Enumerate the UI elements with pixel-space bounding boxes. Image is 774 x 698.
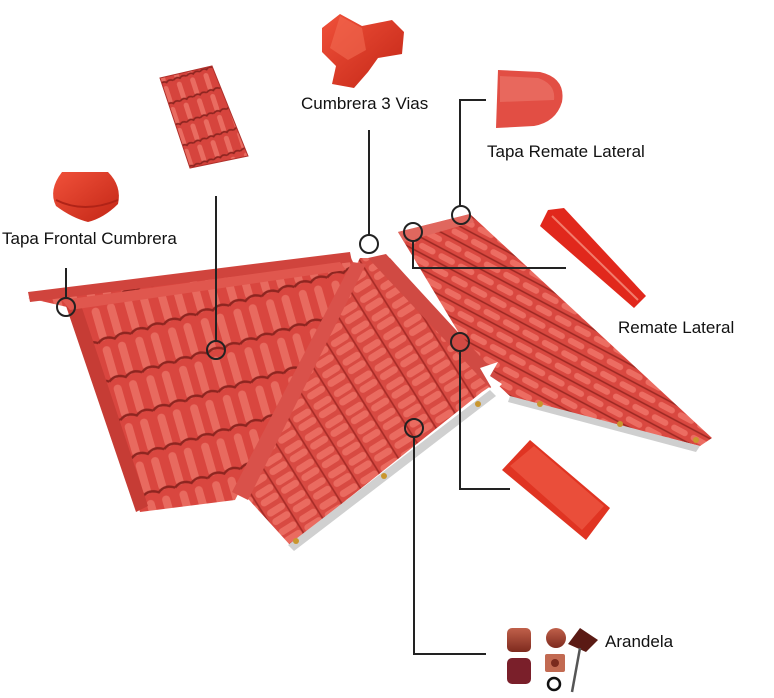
arandela-image xyxy=(507,628,598,693)
callout-marker-arandela xyxy=(404,418,424,438)
callout-marker-cumbrera xyxy=(450,332,470,352)
callout-marker-tapa-frontal xyxy=(56,297,76,317)
tile-sheet-image xyxy=(159,65,249,169)
callout-marker-tapa-remate-lateral xyxy=(451,205,471,225)
callout-lines xyxy=(56,99,566,655)
cumbrera-3-vias-image xyxy=(322,14,404,88)
label-arandela: Arandela xyxy=(605,632,674,651)
callout-marker-tile xyxy=(206,340,226,360)
callout-arandela xyxy=(413,436,486,655)
remate-lateral-image xyxy=(540,208,646,308)
callout-remate-lateral xyxy=(412,240,566,269)
label-tapa-remate-lateral: Tapa Remate Lateral xyxy=(487,142,645,162)
front-hip-plane xyxy=(232,254,699,551)
callout-marker-cumbrera-3-vias xyxy=(359,234,379,254)
callout-marker-remate-lateral xyxy=(403,222,423,242)
left-roof-plane xyxy=(28,252,356,512)
cumbrera-image xyxy=(502,440,610,540)
label-remate-lateral: Remate Lateral xyxy=(618,318,735,338)
callout-cumbrera xyxy=(459,350,510,490)
label-cumbrera-3-vias: Cumbrera 3 Vias xyxy=(301,94,429,114)
callout-tapa-remate-lateral xyxy=(459,99,486,207)
tapa-remate-lateral-image xyxy=(496,70,563,128)
tapa-frontal-cumbrera-image xyxy=(53,172,119,222)
label-tapa-frontal-cumbrera: Tapa Frontal Cumbrera xyxy=(2,229,177,249)
